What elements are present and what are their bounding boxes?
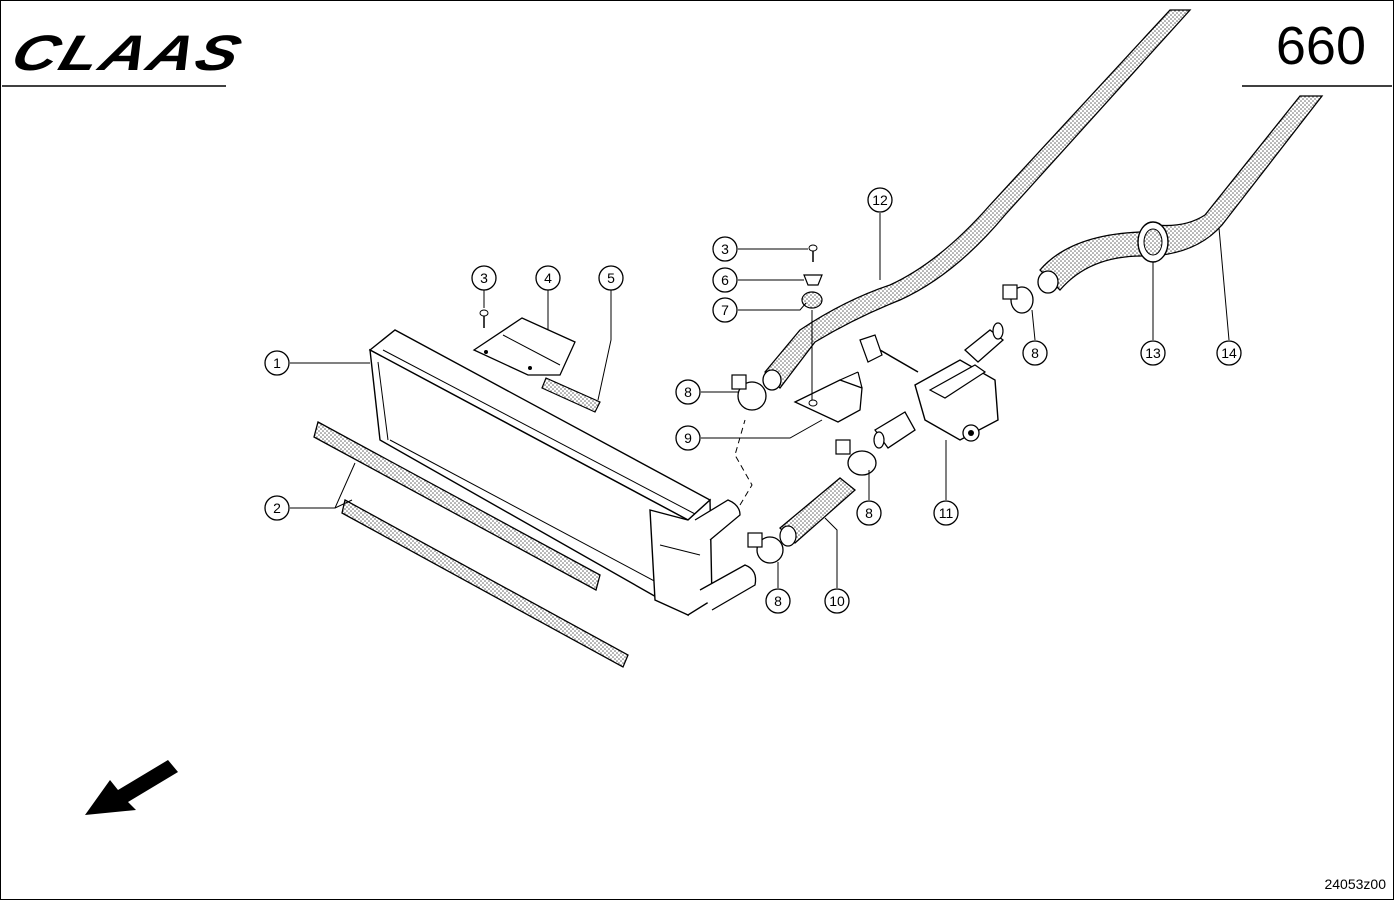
screw-3-right xyxy=(808,244,818,262)
svg-text:10: 10 xyxy=(829,593,845,609)
seal-strips-2 xyxy=(313,421,629,668)
cap-6 xyxy=(803,274,823,286)
svg-text:2: 2 xyxy=(273,500,281,516)
hose-14 xyxy=(1154,95,1324,256)
svg-text:11: 11 xyxy=(939,505,954,521)
svg-text:9: 9 xyxy=(684,430,692,446)
callout-14: 14 xyxy=(1216,340,1242,366)
callout-1: 1 xyxy=(264,350,290,376)
svg-text:13: 13 xyxy=(1145,345,1161,361)
callout-8d: 8 xyxy=(765,588,791,614)
svg-text:4: 4 xyxy=(544,270,552,286)
callout-8b: 8 xyxy=(1022,340,1048,366)
hose-12 xyxy=(762,9,1192,391)
callout-13: 13 xyxy=(1140,340,1166,366)
callout-7: 7 xyxy=(712,297,738,323)
bracket-9 xyxy=(793,310,863,423)
callout-5: 5 xyxy=(598,265,624,291)
callout-9: 9 xyxy=(675,425,701,451)
hose-10 xyxy=(779,477,857,547)
callout-3b: 3 xyxy=(712,236,738,262)
pad-5 xyxy=(541,377,601,413)
leader-lines xyxy=(290,213,1230,588)
heat-exchanger-1 xyxy=(368,329,757,617)
svg-text:6: 6 xyxy=(721,272,729,288)
callout-3: 3 xyxy=(471,265,497,291)
svg-text:7: 7 xyxy=(721,302,729,318)
svg-text:3: 3 xyxy=(480,270,488,286)
svg-text:8: 8 xyxy=(774,593,782,609)
grommet-13 xyxy=(1137,221,1169,263)
callout-10: 10 xyxy=(824,588,850,614)
callout-11: 11 xyxy=(933,500,959,526)
callout-6: 6 xyxy=(712,267,738,293)
clamp-8-d xyxy=(1002,284,1034,314)
callout-8a: 8 xyxy=(675,379,701,405)
svg-text:8: 8 xyxy=(865,505,873,521)
clamp-8-a xyxy=(731,374,767,411)
clamp-8-b xyxy=(835,439,877,476)
svg-text:14: 14 xyxy=(1221,345,1237,361)
svg-text:3: 3 xyxy=(721,241,729,257)
callout-2: 2 xyxy=(264,495,290,521)
svg-text:8: 8 xyxy=(684,384,692,400)
screw-3-left xyxy=(479,309,489,328)
svg-text:5: 5 xyxy=(607,270,615,286)
grommet-7 xyxy=(801,291,823,309)
svg-text:8: 8 xyxy=(1031,345,1039,361)
callout-4: 4 xyxy=(535,265,561,291)
svg-text:1: 1 xyxy=(273,355,281,371)
clamp-8-c xyxy=(747,532,784,564)
callout-8c: 8 xyxy=(856,500,882,526)
svg-text:12: 12 xyxy=(872,192,888,208)
valve-11 xyxy=(859,322,1005,449)
callout-group: 1 2 3 4 5 3 6 7 8 9 12 8 13 14 11 8 8 10 xyxy=(264,187,1242,614)
bracket-4 xyxy=(472,317,576,376)
callout-12: 12 xyxy=(867,187,893,213)
hose-short xyxy=(1037,231,1146,294)
page-number: 660 xyxy=(1275,16,1366,76)
direction-arrow xyxy=(85,760,178,815)
drawing-code: 24053z00 xyxy=(1324,876,1386,892)
